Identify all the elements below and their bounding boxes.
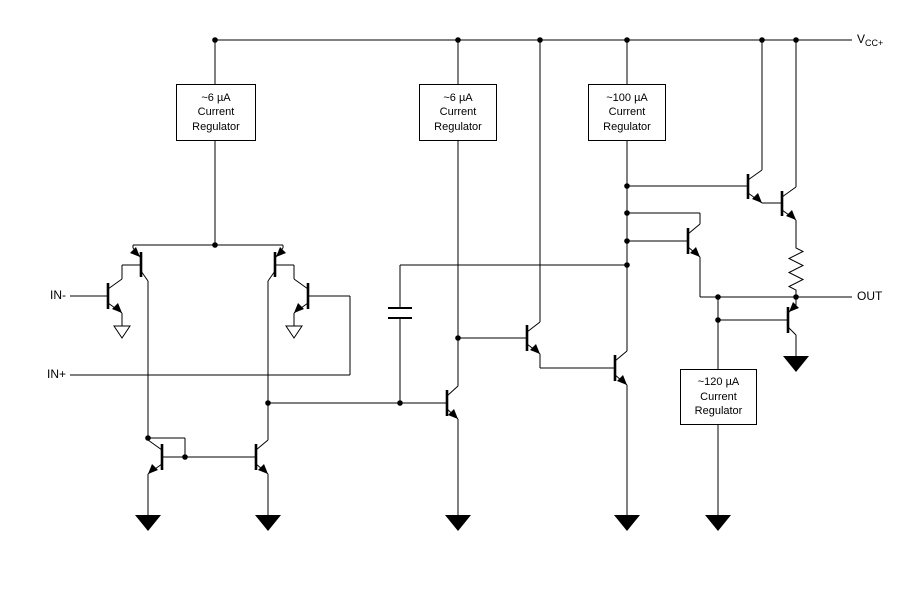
ground-symbol-1	[135, 515, 161, 531]
current-regulator-box-3: ~100 µA Current Regulator	[588, 84, 666, 141]
open-ground-symbols	[113, 325, 303, 339]
transistor-tail-left	[130, 247, 149, 282]
out-label: OUT	[857, 289, 883, 303]
current-regulator-box-2: ~6 µA Current Regulator	[419, 84, 497, 141]
transistor-bias	[686, 223, 701, 258]
current-regulator-box-4: ~120 µA Current Regulator	[680, 369, 757, 425]
in-minus-label: IN-	[50, 288, 66, 302]
transistor-tail-right	[267, 247, 286, 282]
transistor-gain	[445, 385, 459, 420]
transistor-input-left	[106, 278, 123, 314]
junction-dots	[145, 37, 799, 460]
transistor-darlington-2	[780, 186, 797, 221]
vertical-bus-wires	[214, 40, 797, 515]
open-ground-symbol-left	[113, 325, 131, 339]
transistor-mirror-left	[147, 439, 164, 475]
ground-symbol-3	[445, 515, 471, 531]
ground-symbols	[135, 356, 809, 531]
output-resistor	[787, 245, 805, 293]
current-regulator-box-1: ~6 µA Current Regulator	[176, 84, 256, 141]
input-stage-wires	[70, 244, 447, 515]
transistor-input-right	[293, 278, 310, 314]
ground-symbol-5	[705, 515, 731, 531]
in-plus-label: IN+	[46, 367, 66, 381]
ground-symbol-6	[783, 356, 809, 372]
vcc-label-main: V	[857, 32, 866, 46]
gain-stage-wires	[399, 264, 628, 515]
transistor-output-sink	[786, 302, 799, 336]
vcc-label: VCC+	[857, 32, 884, 48]
vcc-label-sub: CC+	[865, 38, 884, 48]
open-ground-symbol-right	[285, 325, 303, 339]
transistor-darlington-1	[746, 169, 763, 204]
ground-symbol-4	[614, 515, 640, 531]
ground-symbol-2	[255, 515, 281, 531]
compensation-capacitor	[388, 307, 412, 319]
transistor-mirror-right	[254, 439, 269, 475]
transistor-second-stage	[613, 350, 628, 386]
output-stage-wires	[627, 185, 852, 356]
transistor-follower	[525, 321, 541, 355]
